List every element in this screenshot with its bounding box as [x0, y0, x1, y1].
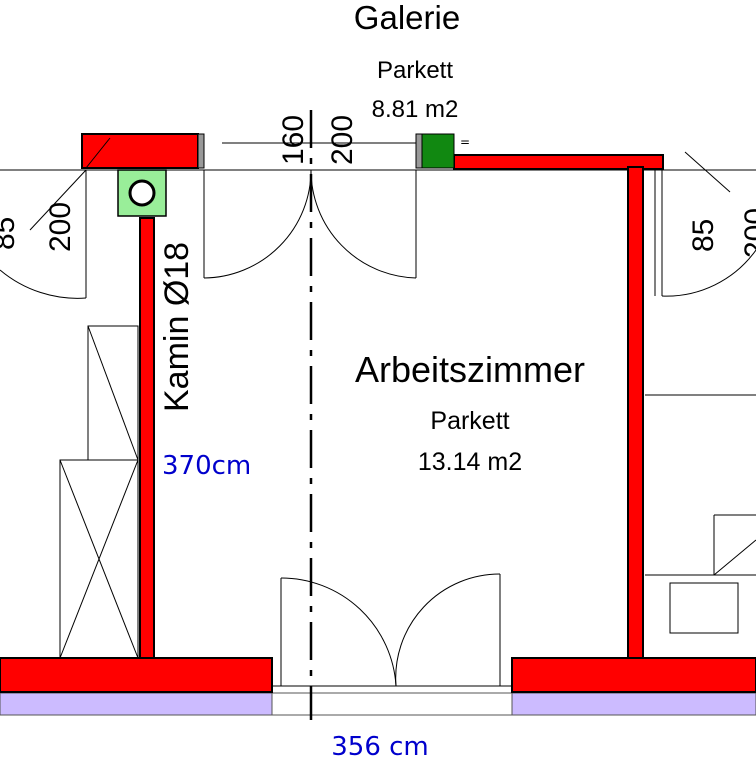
door-dim-right-a: 85	[687, 219, 720, 252]
wall-top-left-diagonal	[85, 137, 111, 169]
pillar-grey-2	[415, 133, 423, 169]
study-area: 13.14 m2	[418, 448, 522, 476]
gallery-area: 8.81 m2	[372, 96, 459, 123]
left-cabinets	[59, 325, 139, 659]
door-dim-top-a: 160	[277, 115, 310, 165]
chimney-label: Kamin Ø18	[158, 242, 196, 412]
door-dim-right-b: 200	[739, 208, 756, 258]
exterior-band-right	[511, 692, 756, 716]
ventilation-shaft	[421, 133, 455, 169]
gallery-floor: Parkett	[377, 57, 453, 84]
height-dimension: 370cm	[162, 451, 251, 481]
exterior-band-left	[0, 692, 273, 716]
lower-double-door	[272, 573, 512, 687]
door-dim-left: 200	[44, 202, 77, 252]
door-sill	[271, 692, 513, 716]
right-furniture	[645, 170, 756, 634]
wall-left-vertical	[139, 217, 155, 661]
right-door-swing	[661, 151, 756, 297]
shaft-marker: =	[460, 135, 470, 149]
upper-double-door	[203, 169, 417, 279]
gallery-title: Galerie	[354, 0, 460, 36]
pillar-grey-1	[197, 133, 205, 169]
wall-bottom-right	[511, 657, 756, 693]
study-floor: Parkett	[430, 407, 509, 435]
width-dimension: 356 cm	[331, 732, 429, 762]
chimney-flue-icon	[128, 179, 156, 207]
door-dim-left-cut: 85	[0, 217, 21, 250]
study-title: Arbeitszimmer	[355, 349, 585, 390]
wall-right-vertical	[627, 166, 644, 661]
wall-bottom-left	[0, 657, 273, 693]
door-dim-top-b: 200	[326, 115, 359, 165]
left-door-swing	[0, 169, 87, 299]
walls	[0, 133, 756, 693]
